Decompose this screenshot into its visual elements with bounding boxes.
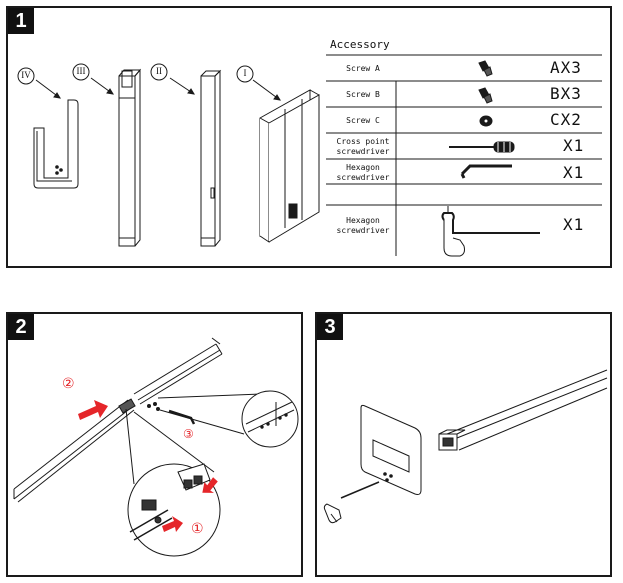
accessory-name-6: Hexagon screwdriver — [336, 216, 390, 235]
accessory-name-5: Hexagon screwdriver — [336, 163, 390, 182]
accessory-qty-3: CX2 — [550, 110, 582, 129]
accessory-qty-4: X1 — [563, 136, 585, 155]
step-number-badge: 1 — [8, 8, 34, 34]
step-2-callout-1: ① — [191, 521, 204, 537]
part-label-ii: II — [156, 66, 162, 76]
step-number-badge: 3 — [317, 314, 343, 340]
t-handle-hex-key-icon — [323, 481, 380, 524]
hex-key-icon — [168, 409, 196, 425]
bracket-plate — [360, 404, 422, 495]
accessory-qty-1: AX3 — [550, 58, 582, 77]
step-2-panel: 2 — [6, 312, 303, 577]
inset-detail-bottom — [129, 463, 211, 541]
step-2-callout-2: ② — [62, 376, 75, 392]
insert-direction-arrows — [78, 400, 218, 532]
accessory-table-grid — [326, 54, 602, 256]
step-2-illustration — [13, 337, 299, 557]
accessory-qty-2: BX3 — [550, 84, 582, 103]
screw-b-icon — [478, 87, 493, 104]
part-label-i: I — [243, 68, 247, 78]
accessory-name-3: Screw C — [346, 116, 380, 125]
t-handle-hex-key-icon — [441, 206, 540, 257]
part-label-iv: IV — [21, 70, 31, 80]
crossbar-right — [133, 337, 223, 405]
accessory-name-1: Screw A — [346, 64, 380, 73]
step-3-panel: 3 — [315, 312, 612, 577]
accessory-qty-6: X1 — [563, 215, 585, 234]
part-label-iii: III — [76, 66, 86, 76]
base-panel-part-i — [259, 89, 320, 243]
bracket-plate-part — [33, 99, 79, 189]
hex-key-icon — [460, 164, 512, 179]
bolt-c-icon — [479, 115, 493, 127]
accessory-name-2: Screw B — [346, 90, 380, 99]
step-3-illustration — [323, 369, 608, 524]
accessory-name-4: Cross point screwdriver — [336, 137, 390, 156]
accessory-title: Accessory — [330, 38, 390, 51]
column-part-ii — [200, 69, 222, 247]
crossbar-left — [13, 399, 135, 503]
step-2-callout-3: ③ — [183, 427, 194, 441]
step-number-badge: 2 — [8, 314, 34, 340]
column-part-iii — [118, 68, 142, 247]
accessory-qty-5: X1 — [563, 163, 585, 182]
crossbar — [438, 369, 608, 451]
cross-screwdriver-icon — [449, 141, 515, 153]
screw-a-icon — [478, 60, 493, 77]
step-1-panel: 1 — [6, 6, 612, 268]
inset-detail-right — [245, 401, 295, 433]
parts-illustration — [17, 54, 602, 257]
